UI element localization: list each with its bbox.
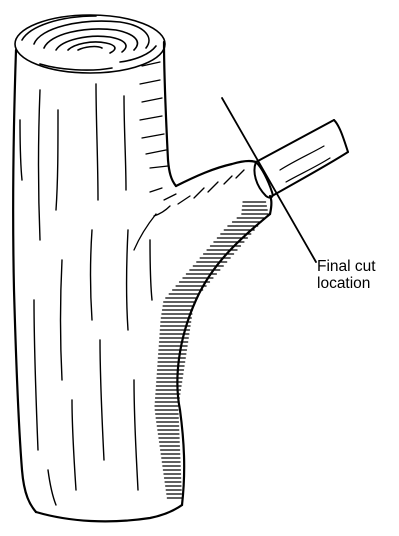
bark-line [39,90,41,240]
trunk-bottom-edge [36,505,182,521]
collar-line [134,214,156,250]
collar-line [178,196,190,204]
trunk-right-edge-upper [164,42,176,186]
bark-line [134,380,138,490]
ring [56,36,126,52]
trunk-left-edge [13,50,36,512]
bark-line [91,230,93,320]
branch-bark-line [286,158,330,182]
trunk-top-rings [15,15,165,73]
bark-line [72,400,76,490]
trunk-top-outer [15,15,165,73]
hatch [142,98,162,102]
label-line-2: location [317,275,397,292]
branch-upper-edge [256,120,334,162]
branch-collar-upper [176,161,256,186]
branch-lower-edge [272,152,348,196]
bark-line [124,96,126,190]
trunk-shading-hatch [155,202,268,498]
branch-bark-line [280,146,324,170]
hatch [150,166,168,168]
final-cut-location-label: Final cut location [317,258,397,292]
bark-line [127,230,129,330]
bark-line [150,240,152,300]
bark-line [20,120,22,180]
label-line-1: Final cut [317,258,397,275]
hatch [140,116,162,120]
trunk-bark-lines [20,84,152,505]
branch-end [334,120,348,152]
bark-line [56,110,58,210]
collar-line [208,182,218,192]
collar-line [224,176,232,184]
bark-line [48,470,56,505]
collar-line [236,170,244,178]
bark-line [96,84,98,200]
hatch [142,134,164,138]
branch-stub [254,120,348,198]
bark-line [100,340,104,460]
branch-collar-lower [270,196,272,214]
collar-line [164,194,176,200]
ring [68,42,115,53]
collar-line [194,188,204,198]
ring [78,47,102,50]
collar-line [150,188,162,192]
hatch [140,80,160,84]
hatch [146,150,166,154]
trunk-outline [13,42,271,521]
bark-line [61,260,63,380]
bark-line [34,300,38,450]
